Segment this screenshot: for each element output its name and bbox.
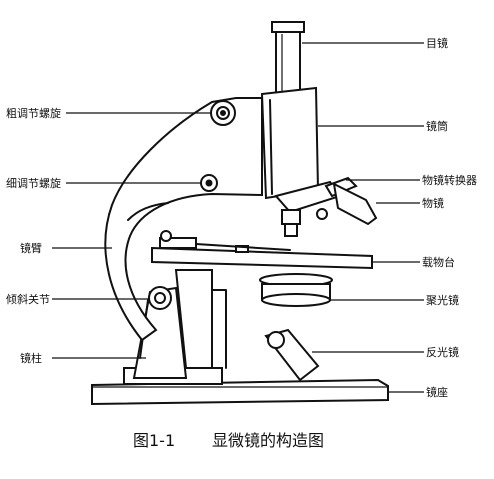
label-tube: 镜筒 (426, 119, 448, 133)
stage-shape (151, 230, 373, 270)
label-fine-knob: 细调节螺旋 (6, 176, 61, 190)
label-pillar: 镜柱 (20, 351, 42, 365)
fine-knob-shape (200, 174, 218, 192)
eyepiece-shape (271, 21, 305, 95)
condenser-shape (259, 273, 333, 307)
stage-support-shape (174, 269, 227, 369)
caption-title: 显微镜的构造图 (212, 431, 324, 450)
label-nosepiece: 物镜转换器 (422, 173, 477, 187)
tilt-joint-shape (148, 286, 172, 310)
label-stage: 载物台 (422, 255, 455, 269)
mirror-shape (264, 328, 320, 382)
label-eyepiece: 目镜 (426, 36, 448, 50)
coarse-knob-shape (210, 100, 236, 126)
objective-shape (281, 182, 378, 237)
caption-figure-number: 图1-1 (133, 431, 175, 450)
arm-shape (104, 97, 263, 342)
label-base: 镜座 (426, 385, 448, 399)
label-objective: 物镜 (422, 196, 444, 210)
pillar-shape (132, 286, 188, 379)
label-arm: 镜臂 (20, 241, 42, 255)
leader-lines (52, 42, 424, 393)
label-tilt-joint: 倾斜关节 (6, 292, 50, 306)
label-coarse-knob: 粗调节螺旋 (6, 106, 61, 120)
tube-shape (260, 86, 320, 200)
label-mirror: 反光镜 (426, 345, 459, 359)
label-condenser: 聚光镜 (426, 293, 459, 307)
